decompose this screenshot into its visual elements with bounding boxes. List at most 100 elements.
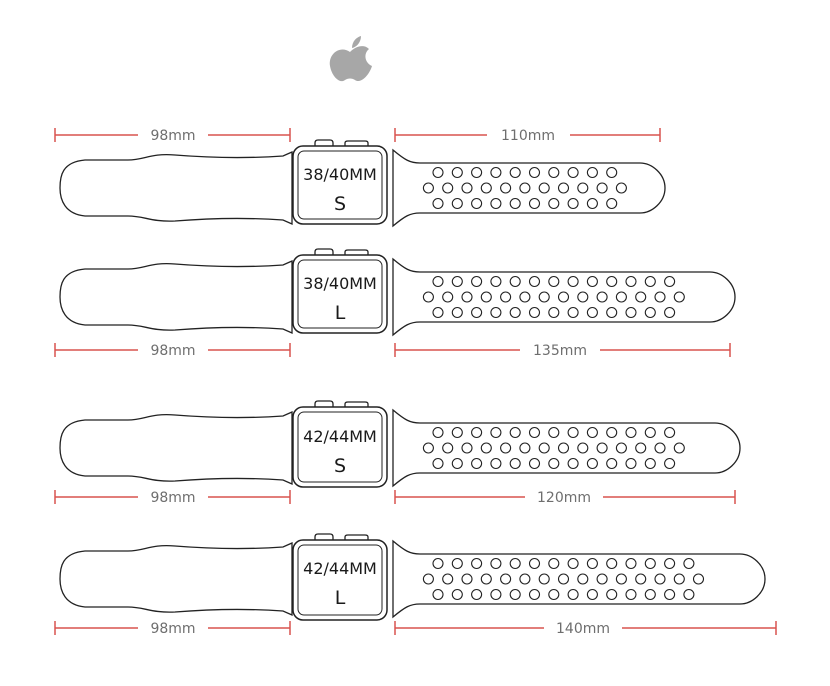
case-size-label: 42/44MM: [303, 559, 377, 578]
strap-hole: [471, 166, 483, 179]
left-length-label: 98mm: [150, 490, 195, 506]
strap-hole: [528, 197, 541, 210]
strap-hole: [509, 197, 521, 210]
band-row-1: 98mm 110mm 38/40MM S: [54, 128, 666, 228]
strap-hole: [567, 197, 579, 210]
strap-hole: [596, 573, 608, 585]
strap-hole: [664, 557, 676, 570]
left-length-label: 98mm: [150, 621, 195, 637]
strap-hole: [442, 573, 454, 585]
strap-hole: [451, 275, 463, 288]
strap-hole: [461, 573, 473, 585]
strap-hole: [480, 442, 492, 454]
strap-hole: [528, 457, 541, 470]
pin-strap: [59, 150, 293, 226]
strap-hole: [557, 442, 570, 454]
strap-holes: [422, 557, 705, 601]
strap-hole: [644, 306, 656, 319]
watch-case: [314, 533, 369, 540]
strap-hole: [596, 442, 608, 454]
left-dimension: 98mm: [54, 621, 291, 637]
strap-hole: [500, 182, 512, 194]
left-length-label: 98mm: [150, 128, 195, 144]
watch-case: [314, 400, 369, 407]
strap-hole: [664, 426, 676, 439]
strap-hole: [538, 182, 550, 194]
strap-hole: [586, 457, 598, 470]
strap-hole: [422, 573, 434, 585]
strap-hole: [606, 166, 618, 179]
pin-strap: [59, 410, 293, 486]
band-row-3: 98mm 120mm 42/44MM S: [54, 400, 741, 506]
strap-hole: [586, 166, 598, 179]
strap-holes: [422, 426, 685, 470]
strap-hole: [451, 197, 463, 210]
strap-hole: [471, 306, 483, 319]
strap-hole: [538, 291, 550, 303]
strap-hole: [577, 442, 589, 454]
strap-hole: [615, 182, 627, 194]
right-dimension: 140mm: [394, 621, 777, 637]
strap-hole: [490, 457, 502, 470]
strap-hole: [586, 306, 598, 319]
strap-hole: [606, 588, 618, 601]
strap-hole: [480, 182, 492, 194]
strap-hole: [451, 166, 463, 179]
right-dimension: 135mm: [394, 343, 731, 359]
strap-hole: [683, 588, 695, 601]
strap-hole: [509, 588, 521, 601]
strap-hole: [490, 275, 502, 288]
strap-hole: [432, 457, 444, 470]
strap-hole: [625, 306, 637, 319]
strap-hole: [548, 197, 560, 210]
strap-hole: [528, 166, 541, 179]
band-row-4: 98mm 140mm 42/44MM L: [54, 533, 777, 637]
right-length-label: 110mm: [501, 128, 555, 144]
strap-hole: [664, 588, 676, 601]
strap-hole: [664, 306, 676, 319]
strap-hole: [567, 306, 579, 319]
strap-hole: [490, 166, 502, 179]
left-dimension: 98mm: [54, 343, 291, 359]
band-row-2: 98mm 135mm 38/40MM L: [54, 248, 736, 359]
strap-hole: [567, 275, 579, 288]
strap-hole: [500, 573, 512, 585]
strap-hole: [615, 573, 627, 585]
strap-hole: [509, 306, 521, 319]
strap-hole: [683, 557, 695, 570]
strap-hole: [606, 557, 618, 570]
case-size-label: 38/40MM: [303, 274, 377, 293]
strap-hole: [625, 588, 637, 601]
strap-hole: [654, 573, 666, 585]
left-length-label: 98mm: [150, 343, 195, 359]
strap-hole: [442, 182, 454, 194]
strap-hole: [586, 275, 598, 288]
strap-hole: [548, 457, 560, 470]
strap-hole: [471, 457, 483, 470]
strap-hole: [432, 275, 444, 288]
right-dimension: 110mm: [394, 128, 661, 144]
strap-hole: [586, 588, 598, 601]
strap-hole: [644, 588, 656, 601]
strap-holes: [422, 275, 685, 319]
strap-hole: [519, 442, 531, 454]
strap-hole: [480, 291, 492, 303]
left-dimension: 98mm: [54, 490, 291, 506]
strap-hole: [664, 275, 676, 288]
strap-hole: [606, 426, 618, 439]
strap-hole: [528, 588, 541, 601]
strap-hole: [567, 588, 579, 601]
strap-hole: [490, 557, 502, 570]
strap-hole: [644, 557, 656, 570]
strap-hole: [596, 182, 608, 194]
strap-hole: [432, 166, 444, 179]
watch-case: [314, 139, 369, 146]
strap-hole: [635, 573, 647, 585]
strap-hole: [664, 457, 676, 470]
strap-hole: [673, 573, 685, 585]
strap-hole: [606, 275, 618, 288]
strap-hole: [606, 457, 618, 470]
strap-hole: [471, 275, 483, 288]
strap-hole: [625, 275, 637, 288]
strap-hole: [538, 573, 550, 585]
